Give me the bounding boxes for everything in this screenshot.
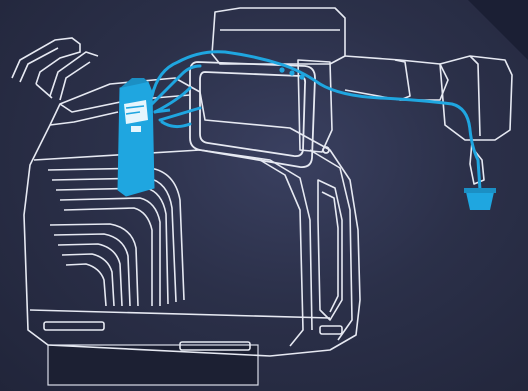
collection-cup-icon xyxy=(464,188,496,210)
tubing-icon xyxy=(152,52,480,190)
device-body-icon xyxy=(24,78,360,356)
handle-icon xyxy=(12,38,98,100)
